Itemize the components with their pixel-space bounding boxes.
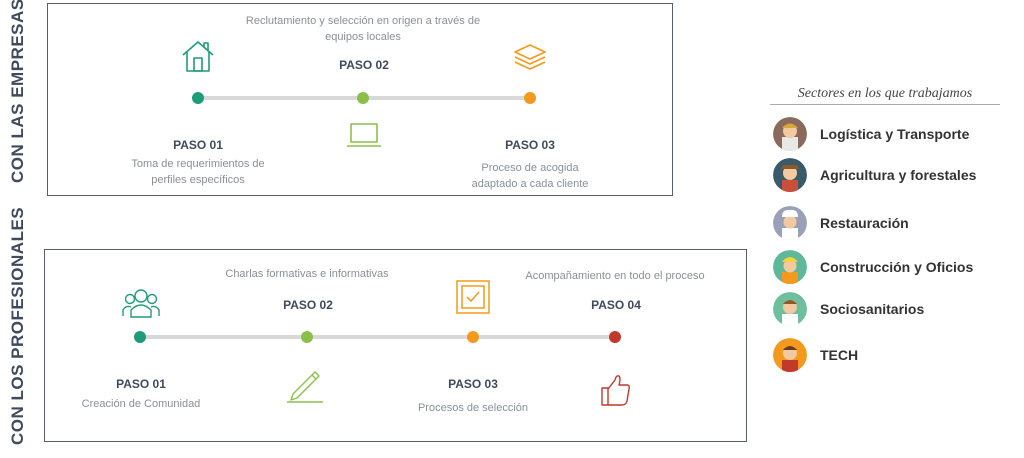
layers-icon — [514, 44, 546, 70]
profesionales-step4-label: PASO 04 — [591, 298, 641, 312]
house-icon — [182, 41, 214, 72]
profesionales-step4-dot — [609, 331, 621, 343]
empresas-step2-label: PASO 02 — [339, 58, 389, 72]
profesionales-step1-label: PASO 01 — [116, 377, 166, 391]
laptop-icon — [347, 123, 381, 147]
sector-sociosanitarios: Sociosanitarios — [773, 291, 924, 327]
sector-label-agricultura: Agricultura y forestales — [820, 167, 977, 183]
empresas-step1-desc: Toma de requerimientos de perfiles espec… — [131, 158, 265, 186]
empresas-step1-dot — [192, 92, 204, 104]
empresas-step3-label: PASO 03 — [505, 138, 555, 152]
profesionales-side-label: CON LOS PROFESIONALES — [8, 206, 27, 445]
pencil-icon — [287, 371, 323, 403]
profesionales-step3-desc: Procesos de selección — [417, 402, 529, 414]
sector-construccion: Construcción y Oficios — [773, 249, 973, 285]
profesionales-step4-desc: Acompañamiento en todo el proceso — [525, 270, 705, 282]
sector-label-tech: TECH — [820, 347, 859, 363]
empresas-step2-dot — [357, 92, 369, 104]
profesionales-step3-dot — [467, 331, 479, 343]
sector-label-construccion: Construcción y Oficios — [820, 259, 974, 275]
community-icon — [122, 289, 160, 318]
profesionales-step3-label: PASO 03 — [448, 377, 498, 391]
profesionales-step2-label: PASO 02 — [283, 298, 333, 312]
avatar-builder-icon — [773, 250, 807, 284]
profesionales-step1-dot — [134, 331, 146, 343]
empresas-panel — [47, 3, 673, 196]
avatar-farmer-icon — [773, 158, 807, 192]
empresas-step3-desc: Proceso de acogida adaptado a cada clien… — [471, 162, 589, 190]
sector-restauracion: Restauración — [773, 205, 909, 241]
checkbox-icon — [456, 280, 490, 314]
empresas-side-label: CON LAS EMPRESAS — [8, 0, 27, 183]
sector-label-logistica: Logística y Transporte — [820, 126, 970, 142]
sector-agricultura: Agricultura y forestales — [773, 157, 976, 193]
sector-logistica: Logística y Transporte — [773, 116, 969, 152]
avatar-doctor-icon — [773, 292, 807, 326]
sector-label-restauracion: Restauración — [820, 215, 909, 231]
sectors-title: Sectores en los que trabajamos — [770, 86, 1000, 105]
empresas-step3-dot — [524, 92, 536, 104]
profesionales-timeline-track — [140, 335, 616, 339]
sector-label-sociosanitarios: Sociosanitarios — [820, 301, 925, 317]
thumbs-up-icon — [601, 375, 630, 406]
empresas-step2-desc: Reclutamiento y selección en origen a tr… — [245, 15, 481, 43]
avatar-tech-icon — [773, 338, 807, 372]
avatar-chef-icon — [773, 206, 807, 240]
profesionales-panel — [44, 249, 747, 442]
profesionales-step1-desc: Creación de Comunidad — [81, 398, 201, 410]
avatar-logistics-icon — [773, 117, 807, 151]
sector-tech: TECH — [773, 337, 858, 373]
profesionales-step2-desc: Charlas formativas e informativas — [225, 268, 389, 280]
empresas-step1-label: PASO 01 — [173, 138, 223, 152]
profesionales-step2-dot — [301, 331, 313, 343]
